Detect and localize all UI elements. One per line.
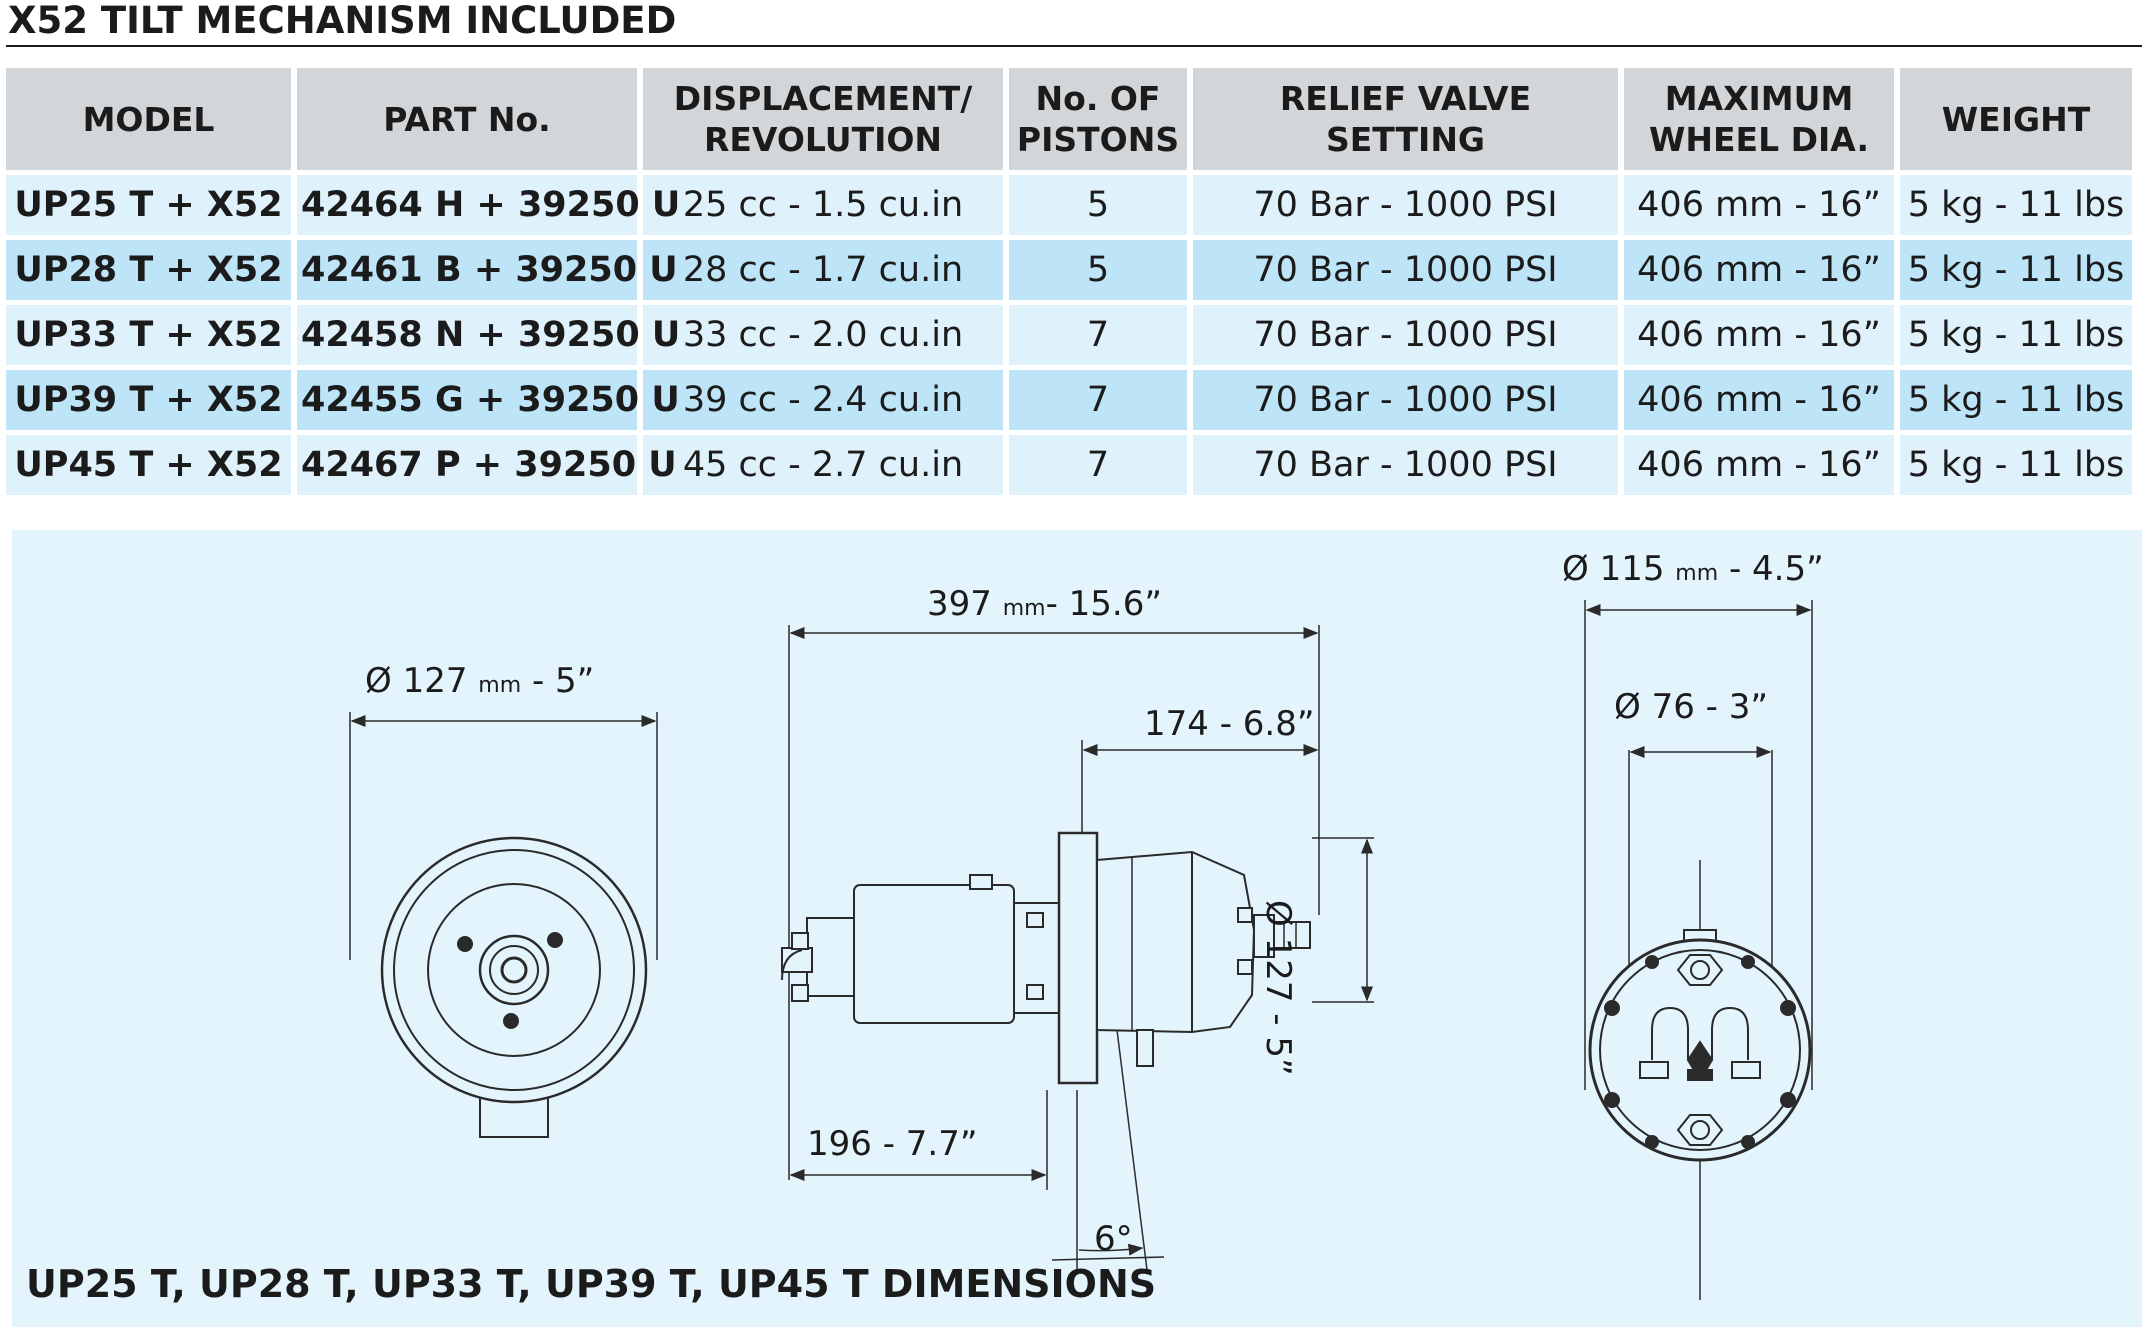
cell-displacement: 33 cc - 2.0 cu.in [643,305,1003,365]
cell-pistons: 5 [1009,175,1187,235]
cell-pistons: 7 [1009,370,1187,430]
cell-part-no: 42455 G + 39250 U [297,370,680,430]
cell-pistons: 7 [1009,435,1187,495]
spec-table: MODEL PART No. DISPLACEMENT/REVOLUTION N… [0,63,2138,500]
header-weight: WEIGHT [1900,68,2132,170]
cell-part-no: 42464 H + 39250 U [297,175,680,235]
table-row: UP39 T + X52 42455 G + 39250 U 39 cc - 2… [6,370,2132,430]
rear-length-label: 174 - 6.8” [1144,704,1315,744]
title-divider [6,45,2142,47]
front-diameter-label: Ø 127 mm - 5” [365,661,595,701]
table-header-row: MODEL PART No. DISPLACEMENT/REVOLUTION N… [6,68,2132,170]
rear-outer-diameter-label: Ø 115 mm - 4.5” [1562,549,1824,589]
rear-inner-diameter-label: Ø 76 - 3” [1614,687,1768,727]
header-model: MODEL [6,68,291,170]
cell-weight: 5 kg - 11 lbs [1900,240,2132,300]
cell-wheel-dia: 406 mm - 16” [1624,435,1894,495]
cell-displacement: 28 cc - 1.7 cu.in [643,240,1003,300]
cell-model: UP25 T + X52 [6,175,291,235]
table-row: UP45 T + X52 42467 P + 39250 U 45 cc - 2… [6,435,2132,495]
cell-displacement: 45 cc - 2.7 cu.in [643,435,1003,495]
cell-part-no: 42467 P + 39250 U [297,435,677,495]
overall-length-label: 397 mm- 15.6” [927,584,1162,624]
cell-relief-valve: 70 Bar - 1000 PSI [1193,435,1618,495]
cell-pistons: 7 [1009,305,1187,365]
cell-model: UP28 T + X52 [6,240,291,300]
table-row: UP28 T + X52 42461 B + 39250 U 28 cc - 1… [6,240,2132,300]
side-view [781,625,1374,1271]
cell-relief-valve: 70 Bar - 1000 PSI [1193,305,1618,365]
cell-relief-valve: 70 Bar - 1000 PSI [1193,240,1618,300]
table-row: UP33 T + X52 42458 N + 39250 U 33 cc - 2… [6,305,2132,365]
technical-drawing [349,600,1813,1300]
cell-weight: 5 kg - 11 lbs [1900,370,2132,430]
rear-view [1584,600,1813,1300]
cell-model: UP39 T + X52 [6,370,291,430]
side-diameter-label: Ø 127 - 5” [1258,900,1298,1076]
front-length-label: 196 - 7.7” [807,1124,978,1164]
cell-part-no: 42458 N + 39250 U [297,305,680,365]
drawing-caption: UP25 T, UP28 T, UP33 T, UP39 T, UP45 T D… [26,1262,1157,1306]
cell-relief-valve: 70 Bar - 1000 PSI [1193,370,1618,430]
cell-part-no: 42461 B + 39250 U [297,240,678,300]
cell-displacement: 39 cc - 2.4 cu.in [643,370,1003,430]
cell-model: UP45 T + X52 [6,435,291,495]
cell-wheel-dia: 406 mm - 16” [1624,175,1894,235]
dimension-drawing-panel: Ø 127 mm - 5” 397 mm- 15.6” 174 - 6.8” 1… [12,530,2142,1327]
front-view [349,712,658,1138]
cell-weight: 5 kg - 11 lbs [1900,305,2132,365]
header-displacement: DISPLACEMENT/REVOLUTION [643,68,1003,170]
cell-relief-valve: 70 Bar - 1000 PSI [1193,175,1618,235]
cell-wheel-dia: 406 mm - 16” [1624,370,1894,430]
cell-model: UP33 T + X52 [6,305,291,365]
tilt-angle-label: 6° [1094,1219,1133,1259]
cell-displacement: 25 cc - 1.5 cu.in [643,175,1003,235]
table-row: UP25 T + X52 42464 H + 39250 U 25 cc - 1… [6,175,2132,235]
cell-wheel-dia: 406 mm - 16” [1624,240,1894,300]
cell-weight: 5 kg - 11 lbs [1900,435,2132,495]
cell-weight: 5 kg - 11 lbs [1900,175,2132,235]
cell-wheel-dia: 406 mm - 16” [1624,305,1894,365]
header-part-no: PART No. [297,68,637,170]
page-title: X52 TILT MECHANISM INCLUDED [8,0,677,42]
cell-pistons: 5 [1009,240,1187,300]
